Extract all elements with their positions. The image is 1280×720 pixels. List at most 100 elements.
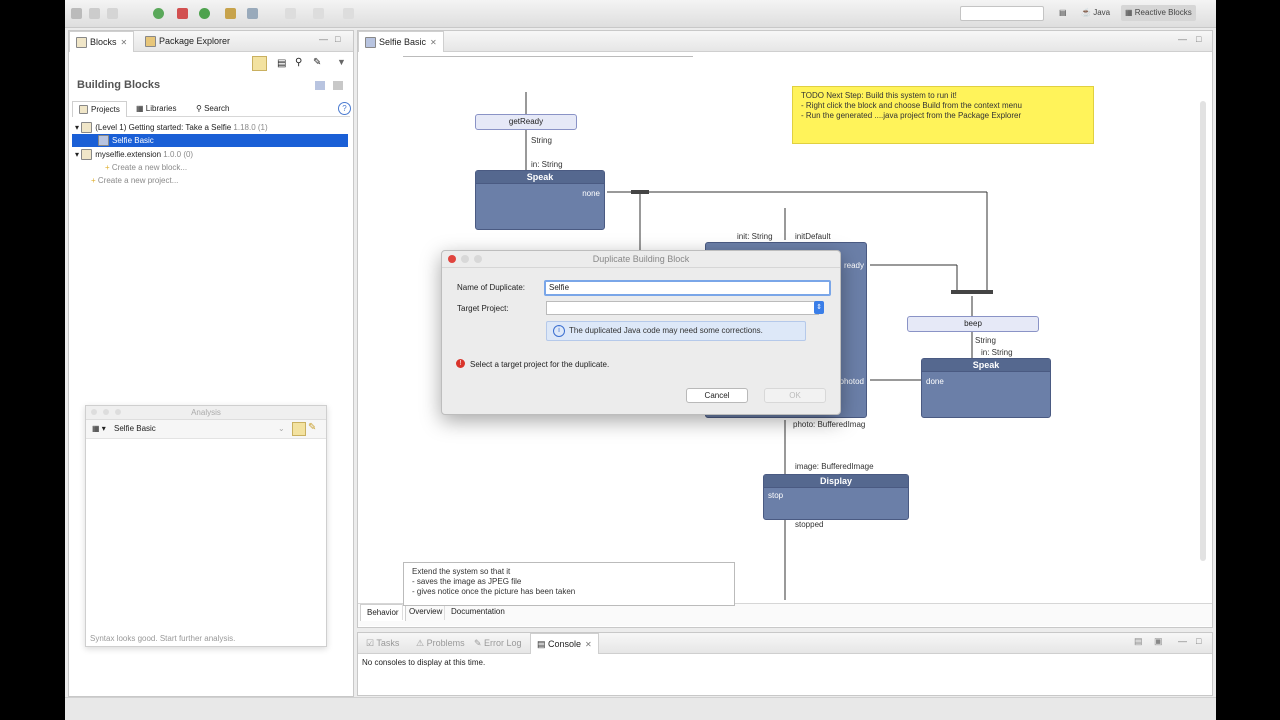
ok-button[interactable]: OK <box>764 388 826 403</box>
vertical-scrollbar[interactable] <box>1200 101 1206 561</box>
analyze-icon[interactable] <box>292 422 306 436</box>
maximize-icon[interactable]: □ <box>335 34 341 44</box>
editor-tab-header: Selfie Basic✕ — □ <box>358 31 1212 52</box>
view-menu-icon[interactable]: ▼ <box>337 57 346 67</box>
import-icon[interactable] <box>333 81 343 90</box>
open-type-icon[interactable] <box>225 8 236 19</box>
subtab-bar: Projects ▦ Libraries ⚲ Search ? <box>72 101 351 117</box>
extend-comment[interactable]: Extend the system so that it - saves the… <box>403 562 735 606</box>
tab-blocks[interactable]: Blocks✕ <box>69 31 135 52</box>
analysis-title: Analysis <box>191 408 221 417</box>
editor-bottom-tabs: Behavior Overview Documentation <box>358 603 1212 626</box>
close-icon[interactable]: ✕ <box>120 38 128 47</box>
beep-block[interactable]: beep <box>907 316 1039 332</box>
tab-overview[interactable]: Overview <box>402 604 448 620</box>
minimize-icon[interactable]: — <box>319 34 328 44</box>
subtab-search[interactable]: ⚲ Search <box>190 101 235 116</box>
document-icon[interactable]: ▤ <box>277 58 287 69</box>
perspective-java[interactable]: ☕ Java <box>1081 8 1111 17</box>
quick-access-input[interactable] <box>960 6 1044 21</box>
tree-item-create-project[interactable]: + Create a new project... <box>91 174 178 187</box>
subtab-projects-label: Projects <box>91 105 120 114</box>
tab-console[interactable]: ▤ Console✕ <box>530 633 599 654</box>
perspective-reactive-blocks[interactable]: ▦ Reactive Blocks <box>1121 5 1196 21</box>
name-label: Name of Duplicate: <box>457 283 526 292</box>
build-icon[interactable] <box>177 8 188 19</box>
name-of-duplicate-input[interactable]: Selfie <box>544 280 831 296</box>
tree-item-selfie-basic[interactable]: Selfie Basic <box>72 134 348 147</box>
analysis-window: Analysis ▦ ▾ Selfie Basic ⌄ ✎ Syntax loo… <box>85 405 327 647</box>
back-icon[interactable] <box>285 8 296 19</box>
error-icon: ! <box>456 359 465 368</box>
diagram-frame-top <box>403 56 693 57</box>
display-block[interactable]: Display stop <box>763 474 909 520</box>
minimize-window-icon[interactable] <box>103 409 109 415</box>
maximize-icon[interactable]: □ <box>1196 34 1202 44</box>
block-icon <box>98 135 109 147</box>
print-icon[interactable] <box>107 8 118 19</box>
minimize-icon[interactable]: — <box>1178 636 1187 646</box>
new-block-icon[interactable] <box>315 81 325 90</box>
save-icon[interactable] <box>89 8 100 19</box>
tab-tasks[interactable]: ☑ Tasks <box>360 633 405 653</box>
pin-label: image: BufferedImage <box>795 462 874 471</box>
tree-item-create-block[interactable]: + Create a new block... <box>105 161 187 174</box>
speak-block-1[interactable]: Speak none <box>475 170 605 230</box>
tab-error-log[interactable]: ✎ Error Log <box>468 633 528 653</box>
help-icon[interactable]: ? <box>338 102 351 115</box>
target-project-select[interactable] <box>546 301 819 315</box>
dropdown-icon[interactable]: ⌄ <box>278 424 285 433</box>
nav-icon[interactable] <box>343 8 354 19</box>
tree-item-label: myselfie.extension <box>95 150 162 159</box>
speak-block-2[interactable]: Speak done <box>921 358 1051 418</box>
tab-problems[interactable]: ⚠ Problems <box>410 633 471 653</box>
tab-package-explorer-label: Package Explorer <box>159 36 231 46</box>
tree-item-project-level1[interactable]: ▾ (Level 1) Getting started: Take a Self… <box>75 122 268 134</box>
pin-label: stop <box>768 491 784 500</box>
note-line: - Run the generated ....java project fro… <box>801 111 1022 120</box>
debug-icon[interactable] <box>153 8 164 19</box>
zoom-window-icon[interactable] <box>115 409 121 415</box>
tree-item-label: Create a new block... <box>111 163 188 172</box>
getready-block[interactable]: getReady <box>475 114 577 130</box>
pin-label: in: String <box>531 160 563 169</box>
tree-item-label: (Level 1) Getting started: Take a Selfie <box>95 123 232 132</box>
run-icon[interactable] <box>199 8 210 19</box>
tab-selfie-basic[interactable]: Selfie Basic✕ <box>358 31 444 52</box>
chevron-down-icon[interactable]: ⇕ <box>814 301 824 314</box>
tree-item-meta: 1.18.0 (1) <box>233 123 268 132</box>
display-console-icon[interactable]: ▣ <box>1154 636 1163 646</box>
subtab-projects[interactable]: Projects <box>72 101 127 117</box>
forward-icon[interactable] <box>313 8 324 19</box>
main-toolbar: ▤ ☕ Java ▦ Reactive Blocks <box>65 0 1216 28</box>
perspective-java-label: Java <box>1093 8 1111 17</box>
dialog-title: Duplicate Building Block <box>592 254 690 264</box>
close-window-icon[interactable] <box>91 409 97 415</box>
todo-note[interactable]: TODO Next Step: Build this system to run… <box>792 86 1094 144</box>
pin-console-icon[interactable]: ▤ <box>1134 636 1143 646</box>
note-line: TODO Next Step: Build this system to run… <box>801 91 957 100</box>
subtab-search-icon: ⚲ <box>196 104 205 113</box>
tab-behavior[interactable]: Behavior <box>360 604 406 621</box>
tab-package-explorer[interactable]: Package Explorer <box>139 31 236 51</box>
minimize-icon[interactable]: — <box>1178 34 1187 44</box>
close-icon[interactable]: ✕ <box>585 640 592 649</box>
search-icon[interactable]: ⚲ <box>295 57 303 68</box>
edit-icon[interactable]: ✎ <box>313 57 322 68</box>
tab-documentation[interactable]: Documentation <box>444 604 511 620</box>
pin-label: String <box>531 136 552 145</box>
wand-icon[interactable]: ✎ <box>308 422 317 433</box>
link-editor-icon[interactable] <box>252 56 267 71</box>
block-title: Display <box>764 475 908 488</box>
new-icon[interactable] <box>71 8 82 19</box>
building-blocks-title: Building Blocks <box>77 79 161 91</box>
subtab-libraries[interactable]: ▦ Libraries <box>130 101 182 116</box>
open-perspective-icon[interactable]: ▤ <box>1059 8 1067 17</box>
maximize-icon[interactable]: □ <box>1196 636 1202 646</box>
analysis-selector[interactable]: Selfie Basic <box>114 424 156 433</box>
tree-item-myselfie-extension[interactable]: ▾ myselfie.extension 1.0.0 (0) <box>75 149 194 161</box>
close-icon[interactable]: ✕ <box>430 38 437 47</box>
search-toolbar-icon[interactable] <box>247 8 258 19</box>
cancel-button[interactable]: Cancel <box>686 388 748 403</box>
close-window-icon[interactable] <box>448 255 456 263</box>
